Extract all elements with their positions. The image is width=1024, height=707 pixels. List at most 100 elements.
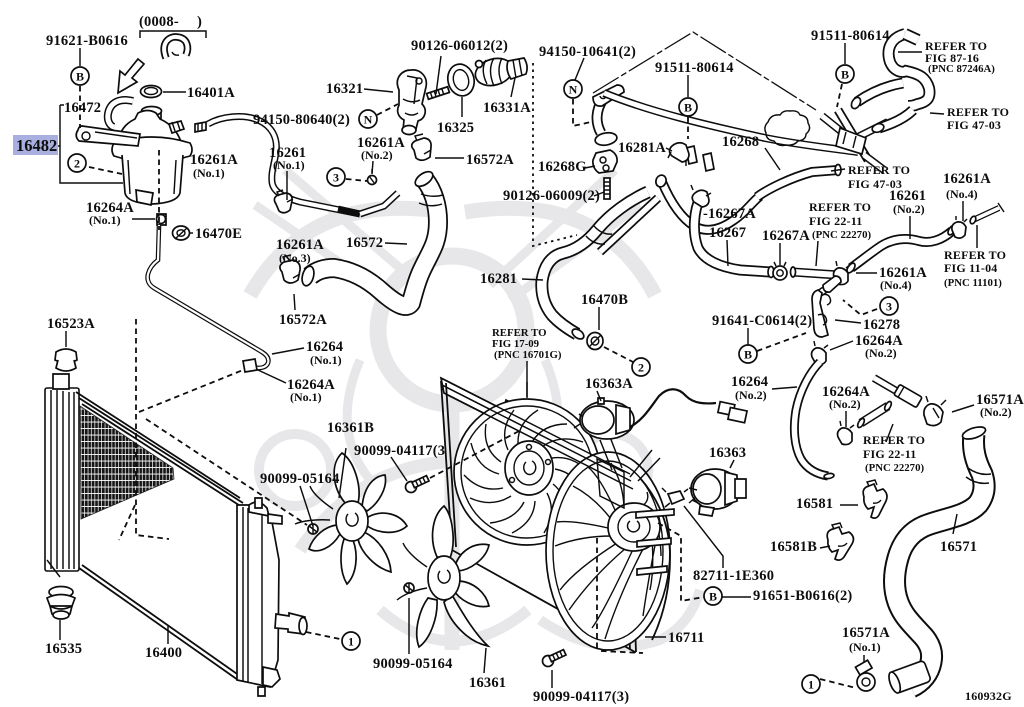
svg-text:16470B: 16470B: [581, 292, 628, 308]
svg-text:16572: 16572: [346, 235, 383, 251]
svg-text:1: 1: [348, 635, 354, 649]
svg-text:FIG 11-04: FIG 11-04: [944, 261, 997, 275]
svg-text:16267: 16267: [709, 225, 746, 241]
svg-text:16261A: 16261A: [190, 152, 238, 168]
svg-text:16281: 16281: [480, 271, 517, 287]
svg-text:16581B: 16581B: [770, 539, 817, 555]
svg-text:(No.2): (No.2): [361, 148, 393, 162]
svg-text:16261: 16261: [269, 145, 306, 161]
svg-text:(No.1): (No.1): [290, 390, 322, 404]
svg-text:16264: 16264: [306, 339, 343, 355]
svg-text:REFER TO: REFER TO: [848, 163, 910, 177]
svg-text:(No.1): (No.1): [310, 353, 342, 367]
svg-text:16261: 16261: [889, 188, 926, 204]
svg-text:90126-06012(2): 90126-06012(2): [411, 38, 508, 54]
svg-text:16363: 16363: [709, 445, 746, 461]
svg-text:90099-05164: 90099-05164: [260, 471, 340, 487]
svg-text:3: 3: [333, 171, 339, 185]
svg-text:(No.2): (No.2): [829, 397, 861, 411]
svg-text:16267A: 16267A: [762, 228, 810, 244]
svg-text:16278: 16278: [863, 317, 900, 333]
svg-text:16264: 16264: [731, 374, 768, 390]
svg-text:16321: 16321: [326, 81, 363, 97]
svg-text:-16267A: -16267A: [703, 206, 756, 222]
svg-text:94150-10641(2): 94150-10641(2): [539, 44, 636, 60]
svg-text:FIG 87-16: FIG 87-16: [925, 51, 979, 65]
svg-text:(PNC 87246A): (PNC 87246A): [928, 63, 995, 75]
svg-text:91511-80614: 91511-80614: [655, 60, 734, 76]
svg-text:16261A: 16261A: [357, 135, 405, 151]
svg-text:): ): [197, 14, 202, 30]
svg-text:90126-06009(2): 90126-06009(2): [503, 188, 600, 204]
svg-text:FIG 22-11: FIG 22-11: [809, 214, 862, 228]
svg-text:(PNC 11101): (PNC 11101): [944, 277, 1002, 289]
svg-text:16363A: 16363A: [585, 376, 633, 392]
svg-text:16264A: 16264A: [822, 384, 870, 400]
svg-text:REFER TO: REFER TO: [492, 327, 547, 339]
svg-text:90099-05164: 90099-05164: [373, 656, 453, 672]
svg-text:16261A: 16261A: [276, 237, 324, 253]
svg-text:B: B: [744, 348, 752, 362]
svg-text:1: 1: [808, 678, 814, 692]
svg-text:B: B: [76, 70, 84, 84]
svg-text:2: 2: [638, 361, 644, 375]
svg-text:(No.1): (No.1): [273, 158, 305, 172]
svg-text:16400: 16400: [145, 645, 182, 661]
svg-text:16268G: 16268G: [538, 159, 587, 175]
svg-text:16711: 16711: [668, 630, 704, 646]
svg-text:(PNC 22270): (PNC 22270): [812, 229, 871, 241]
svg-text:B: B: [709, 590, 717, 604]
svg-text:(No.3): (No.3): [279, 251, 311, 265]
svg-text:(No.2): (No.2): [980, 405, 1012, 419]
svg-text:16523A: 16523A: [47, 316, 95, 332]
svg-text:(No.2): (No.2): [865, 346, 897, 360]
svg-text:(0008-: (0008-: [139, 14, 179, 30]
svg-text:94150-80640(2): 94150-80640(2): [253, 112, 350, 128]
svg-text:16331A: 16331A: [483, 100, 531, 116]
svg-text:90099-04117(3: 90099-04117(3: [354, 443, 445, 459]
svg-text:91511-80614: 91511-80614: [811, 28, 890, 44]
svg-text:16261A: 16261A: [879, 265, 927, 281]
svg-text:FIG 47-03: FIG 47-03: [848, 177, 902, 191]
svg-text:16401A: 16401A: [187, 85, 235, 101]
svg-text:2: 2: [74, 157, 80, 171]
svg-text:160932G: 160932G: [965, 689, 1012, 703]
svg-text:FIG 47-03: FIG 47-03: [947, 118, 1001, 132]
svg-text:16535: 16535: [45, 641, 82, 657]
svg-text:91651-B0616(2): 91651-B0616(2): [753, 588, 852, 604]
svg-text:REFER TO: REFER TO: [947, 105, 1009, 119]
svg-text:(PNC 22270): (PNC 22270): [865, 462, 924, 474]
svg-text:16264A: 16264A: [287, 377, 335, 393]
svg-text:16261A: 16261A: [943, 171, 991, 187]
svg-text:16470E: 16470E: [195, 226, 242, 242]
svg-text:16572A: 16572A: [466, 152, 514, 168]
svg-text:FIG 22-11: FIG 22-11: [863, 447, 916, 461]
svg-text:(No.2): (No.2): [735, 388, 767, 402]
svg-text:16264A: 16264A: [855, 333, 903, 349]
svg-text:91621-B0616: 91621-B0616: [46, 33, 128, 49]
svg-text:REFER TO: REFER TO: [925, 39, 987, 53]
svg-text:(No.1): (No.1): [89, 213, 121, 227]
svg-text:N: N: [569, 83, 578, 97]
svg-text:16482: 16482: [16, 136, 57, 155]
svg-text:REFER TO: REFER TO: [944, 248, 1006, 262]
svg-text:16264A: 16264A: [86, 200, 134, 216]
svg-text:(No.2): (No.2): [893, 202, 925, 216]
svg-text:16361: 16361: [469, 675, 506, 691]
svg-text:16572A: 16572A: [279, 312, 327, 328]
svg-text:16571A: 16571A: [842, 625, 890, 641]
svg-text:(No.1): (No.1): [193, 166, 225, 180]
svg-text:16281A: 16281A: [618, 140, 666, 156]
svg-text:B: B: [841, 68, 849, 82]
svg-text:82711-1E360: 82711-1E360: [693, 568, 774, 584]
svg-text:16571: 16571: [940, 539, 977, 555]
svg-text:16361B: 16361B: [327, 420, 374, 436]
svg-text:N: N: [364, 113, 373, 127]
svg-text:16581: 16581: [796, 496, 833, 512]
svg-text:90099-04117(3): 90099-04117(3): [533, 689, 629, 705]
svg-text:(No.4): (No.4): [880, 278, 912, 292]
svg-text:3: 3: [886, 300, 892, 314]
svg-text:91641-C0614(2): 91641-C0614(2): [712, 313, 812, 329]
svg-text:FIG 17-09: FIG 17-09: [492, 338, 540, 350]
svg-text:16472: 16472: [64, 100, 101, 116]
